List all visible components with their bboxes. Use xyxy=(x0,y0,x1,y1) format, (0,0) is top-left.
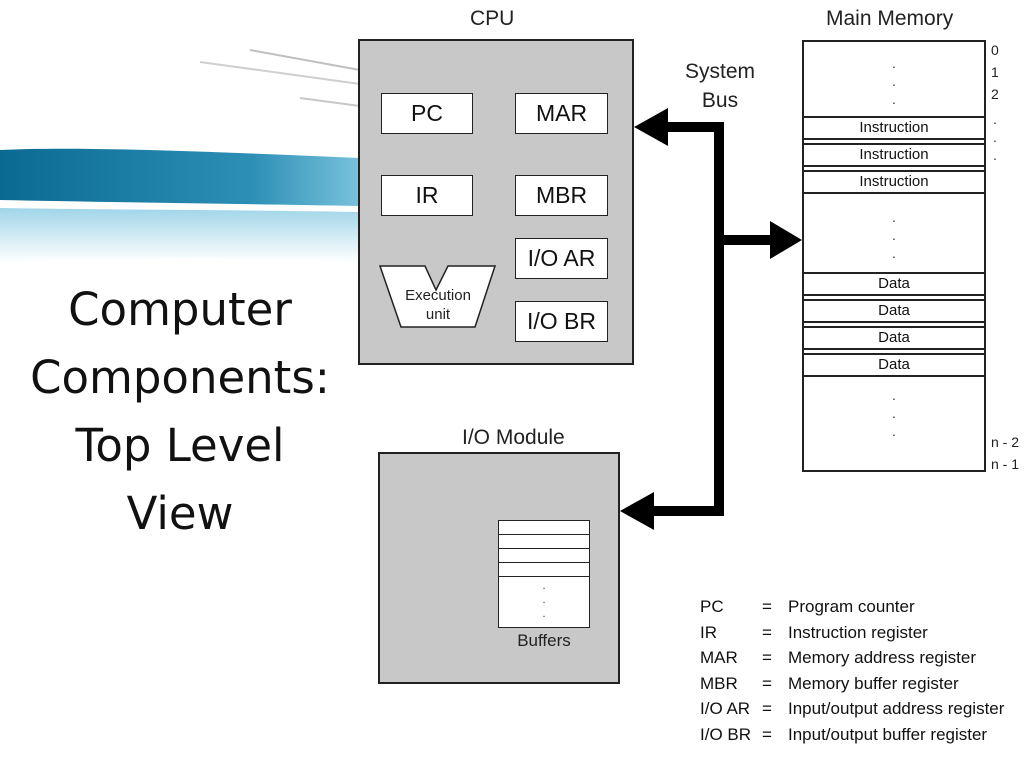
legend-abbr: I/O BR xyxy=(700,724,752,744)
legend-description: Program counter xyxy=(788,597,915,616)
buffers-label: Buffers xyxy=(517,631,571,650)
memory-row-instruction: Instruction xyxy=(804,143,984,167)
buffer-divider xyxy=(499,534,589,535)
legend-abbr: MBR xyxy=(700,673,738,693)
legend-equals: = xyxy=(762,673,772,693)
main-memory-label: Main Memory xyxy=(826,7,954,30)
register-ir: IR xyxy=(381,175,473,216)
title-line: Top Level xyxy=(75,419,285,472)
memory-dots-top: . . . xyxy=(892,55,896,107)
legend-description: Memory buffer register xyxy=(788,673,959,693)
buffer-divider xyxy=(499,562,589,563)
background-swoosh xyxy=(0,49,361,262)
slide-title: Computer Components: Top Level View xyxy=(0,276,360,548)
memory-row-data: Data xyxy=(804,299,984,323)
memory-address: 1 xyxy=(991,64,999,80)
buffer-dots: . . . xyxy=(542,580,546,620)
memory-dots-bottom: . . . xyxy=(892,387,896,439)
legend-abbr: PC xyxy=(700,597,724,616)
legend-description: Input/output buffer register xyxy=(788,724,988,744)
memory-row-data: Data xyxy=(804,272,984,296)
legend-abbr: MAR xyxy=(700,648,738,667)
legend-description: Input/output address register xyxy=(788,699,1005,718)
execution-unit-line: unit xyxy=(425,306,451,323)
system-bus-line: Bus xyxy=(701,89,739,112)
legend-abbr: IR xyxy=(700,622,717,642)
cpu-label: CPU xyxy=(470,7,515,30)
buffer-divider xyxy=(499,576,589,577)
title-line: View xyxy=(126,487,234,540)
system-bus-line: System xyxy=(684,60,755,83)
legend-equals: = xyxy=(762,699,772,718)
title-line: Computer xyxy=(68,283,292,336)
memory-address-dots: . . . xyxy=(993,111,997,163)
memory-row-instruction: Instruction xyxy=(804,170,984,194)
register-mar: MAR xyxy=(515,93,608,134)
main-memory-block: . . . Instruction Instruction Instructio… xyxy=(802,40,986,472)
legend-abbr: I/O AR xyxy=(700,699,751,718)
register-pc: PC xyxy=(381,93,473,134)
io-module-label: I/O Module xyxy=(462,426,565,449)
buffer-divider xyxy=(499,548,589,549)
memory-row-instruction: Instruction xyxy=(804,116,984,140)
legend-equals: = xyxy=(762,622,772,642)
legend-description: Memory address register xyxy=(788,648,977,667)
legend-equals: = xyxy=(762,724,772,744)
legend-equals: = xyxy=(762,597,772,616)
register-io-br: I/O BR xyxy=(515,301,608,342)
legend-equals: = xyxy=(762,648,772,667)
execution-unit-label: Execution unit xyxy=(394,286,482,324)
legend-description: Instruction register xyxy=(788,622,928,642)
memory-address: n - 2 xyxy=(991,434,1020,450)
memory-dots-middle: . . . xyxy=(892,209,896,261)
register-io-ar: I/O AR xyxy=(515,238,608,279)
register-mbr: MBR xyxy=(515,175,608,216)
execution-unit-line: Execution xyxy=(405,287,471,304)
memory-address: 2 xyxy=(991,86,999,102)
memory-address: n - 1 xyxy=(991,456,1020,472)
memory-address: 0 xyxy=(991,42,999,58)
memory-row-data: Data xyxy=(804,353,984,377)
title-line: Components: xyxy=(30,351,330,404)
system-bus-label: System Bus xyxy=(672,57,768,115)
io-buffers: . . . xyxy=(498,520,590,628)
memory-row-data: Data xyxy=(804,326,984,350)
